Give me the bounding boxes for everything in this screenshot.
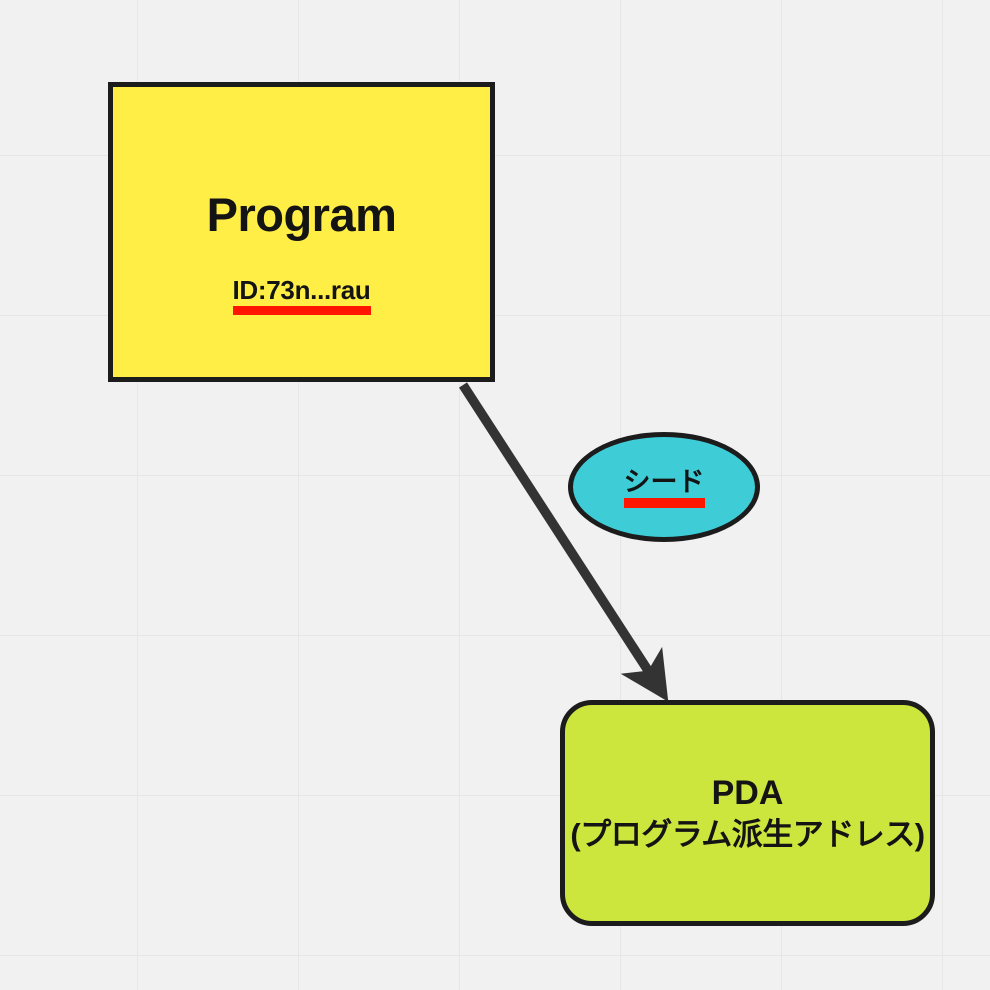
program-title: Program — [206, 188, 397, 242]
node-seed[interactable]: シード — [568, 432, 760, 542]
program-id-highlight-underline — [232, 305, 371, 315]
seed-label-group: シード — [623, 467, 705, 508]
seed-label: シード — [623, 467, 705, 498]
node-program[interactable]: Program ID:73n...rau — [108, 82, 495, 382]
program-id-label: ID:73n...rau — [232, 275, 371, 306]
seed-highlight-underline — [623, 497, 705, 508]
arrow-program-to-pda — [459, 382, 669, 702]
pda-subtitle: (プログラム派生アドレス) — [570, 816, 925, 852]
pda-title: PDA — [711, 773, 784, 812]
program-id-group: ID:73n...rau — [232, 275, 371, 315]
node-pda[interactable]: PDA (プログラム派生アドレス) — [560, 700, 935, 926]
